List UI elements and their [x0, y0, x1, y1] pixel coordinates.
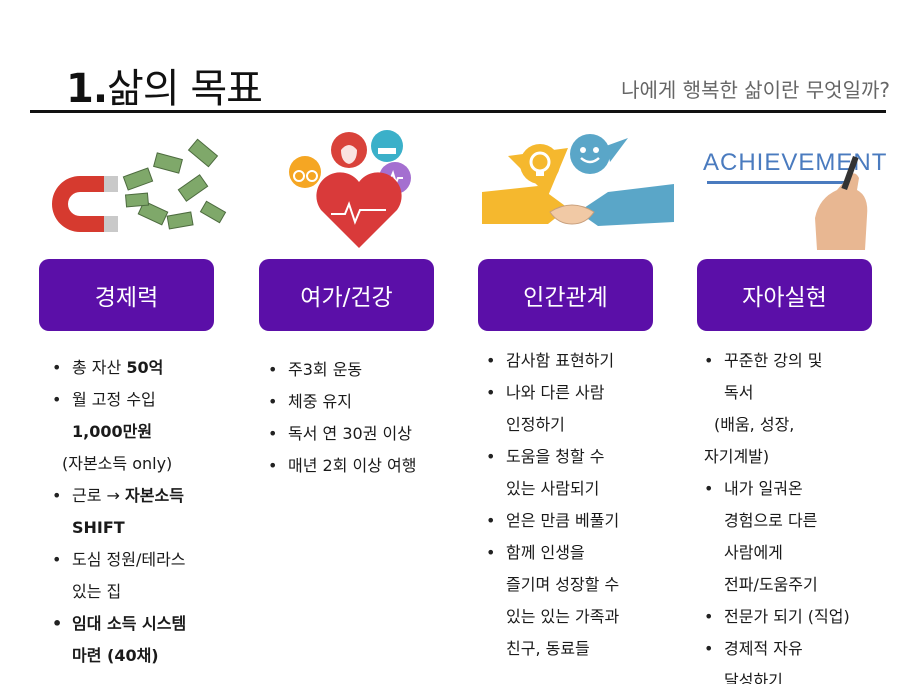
list-item-continuation: 인정하기 [506, 415, 565, 434]
list-item: 월 고정 수입 [52, 384, 242, 416]
list-item-continuation: 독서 [724, 383, 754, 402]
list-item-continuation: 경험으로 다른 [724, 511, 818, 530]
list-item: 함께 인생을 [486, 537, 686, 569]
list-item: 도움을 청할 수 [486, 441, 686, 473]
list-item-continuation: 친구, 동료들 [506, 639, 590, 658]
list-item: 총 자산 50억 [52, 352, 242, 384]
list-item-continuation: (자본소득 only) [62, 454, 173, 473]
list-item-continuation: 마련 (40채) [72, 646, 159, 665]
title-number: 1. [66, 66, 108, 112]
list-item: 임대 소득 시스템 [52, 608, 242, 640]
achievement-text: ACHIEVEMENT [703, 149, 887, 176]
achievement-illustration: ACHIEVEMENT [697, 126, 897, 250]
list-item-continuation: 있는 집 [72, 582, 122, 601]
category-leisure-health: 여가/건강 [259, 259, 434, 331]
title-divider [30, 110, 886, 113]
page-title: 1.삶의 목표 [66, 56, 263, 114]
list-item-continuation: 자기계발) [704, 447, 770, 466]
self-actualization-goals-list: 꾸준한 강의 및 독서 (배움, 성장, 자기계발) 내가 일궈온 경험으로 다… [704, 345, 904, 684]
list-item-continuation: 즐기며 성장할 수 [506, 575, 620, 594]
category-economy: 경제력 [39, 259, 214, 331]
relationship-goals-list: 감사함 표현하기 나와 다른 사람 인정하기 도움을 청할 수 있는 사람되기 … [486, 345, 686, 665]
page-subtitle: 나에게 행복한 삶이란 무엇일까? [621, 78, 890, 102]
list-item: 나와 다른 사람 [486, 377, 686, 409]
list-item-continuation: (배움, 성장, [714, 415, 795, 434]
list-item-continuation: 사람에게 [724, 543, 783, 562]
list-item: 전문가 되기 (직업) [704, 601, 904, 633]
list-item: 얻은 만큼 베풀기 [486, 505, 686, 537]
list-item: 도심 정원/테라스 [52, 544, 242, 576]
health-icons-illustration [259, 126, 459, 250]
list-item: 근로 → 자본소득 [52, 480, 242, 512]
list-item: 주3회 운동 [268, 354, 468, 386]
magnet-money-illustration [30, 126, 230, 250]
title-text: 삶의 목표 [107, 66, 263, 112]
relationship-illustration [478, 126, 678, 250]
list-item-continuation: 달성하기 [724, 671, 783, 684]
list-item: 독서 연 30권 이상 [268, 418, 468, 450]
list-item: 감사함 표현하기 [486, 345, 686, 377]
category-self-actualization: 자아실현 [697, 259, 872, 331]
category-relationships: 인간관계 [478, 259, 653, 331]
list-item-continuation: SHIFT [72, 518, 125, 537]
list-item-continuation: 있는 있는 가족과 [506, 607, 620, 626]
list-item-continuation: 있는 사람되기 [506, 479, 600, 498]
list-item-continuation: 전파/도움주기 [724, 575, 818, 594]
list-item: 꾸준한 강의 및 [704, 345, 904, 377]
list-item: 체중 유지 [268, 386, 468, 418]
leisure-health-goals-list: 주3회 운동 체중 유지 독서 연 30권 이상 매년 2회 이상 여행 [268, 354, 468, 482]
list-item: 내가 일궈온 [704, 473, 904, 505]
list-item-continuation: 1,000만원 [72, 422, 153, 441]
list-item: 매년 2회 이상 여행 [268, 450, 468, 482]
list-item: 경제적 자유 [704, 633, 904, 665]
economy-goals-list: 총 자산 50억 월 고정 수입 1,000만원 (자본소득 only) 근로 … [52, 352, 242, 672]
